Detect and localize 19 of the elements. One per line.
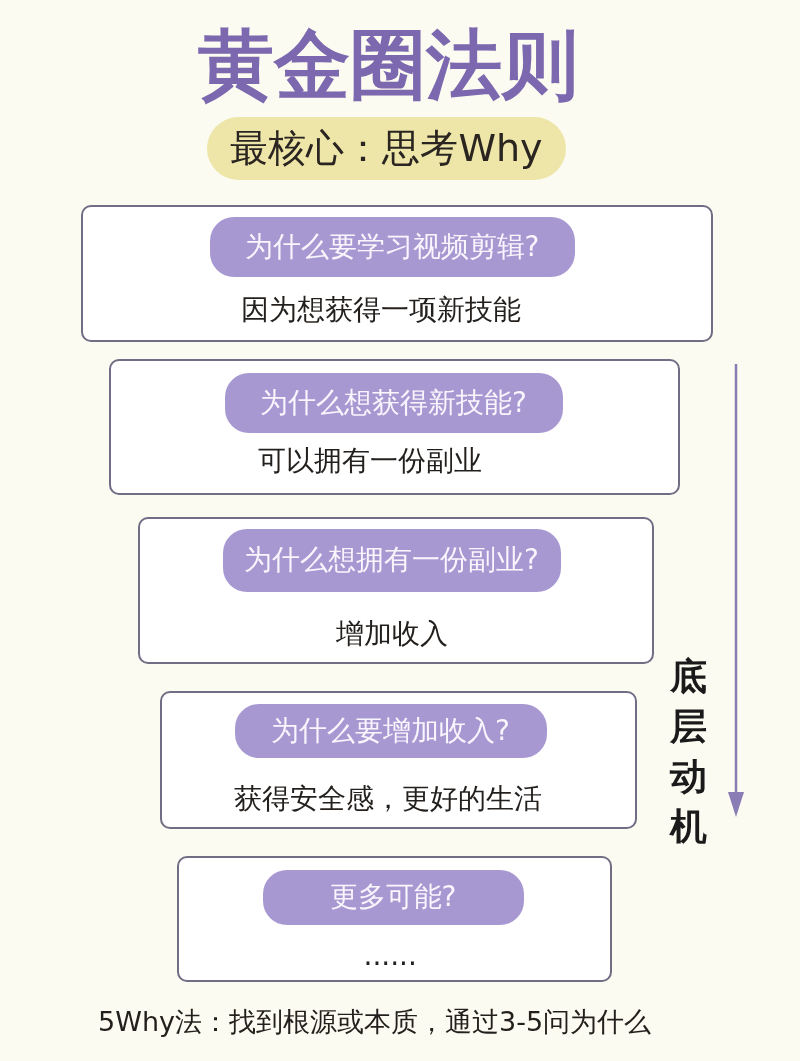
title: 黄金圈法则 (198, 22, 578, 108)
answer-text: 可以拥有一份副业 (257, 442, 482, 479)
answer-text: 增加收入 (335, 615, 448, 652)
side-label: 底层动机 (670, 654, 708, 850)
question-card (138, 517, 654, 664)
question-pill: 为什么想拥有一份副业? (222, 528, 561, 592)
question-pill: 为什么要学习视频剪辑? (209, 216, 575, 277)
question-pill: 更多可能? (262, 869, 524, 925)
answer-text: 因为想获得一项新技能 (240, 291, 521, 328)
caption: 5Why法：找到根源或本质，通过3-5问为什么 (98, 1005, 652, 1039)
question-card (177, 856, 612, 982)
question-card (81, 205, 713, 342)
question-card (160, 691, 637, 829)
headline-pill: 最核心：思考Why (207, 117, 566, 180)
question-pill: 为什么要增加收入? (234, 703, 547, 758)
question-pill: 为什么想获得新技能? (224, 372, 563, 433)
question-card (109, 359, 680, 495)
answer-text: 获得安全感，更好的生活 (233, 780, 542, 817)
answer-text: ...... (363, 937, 417, 974)
